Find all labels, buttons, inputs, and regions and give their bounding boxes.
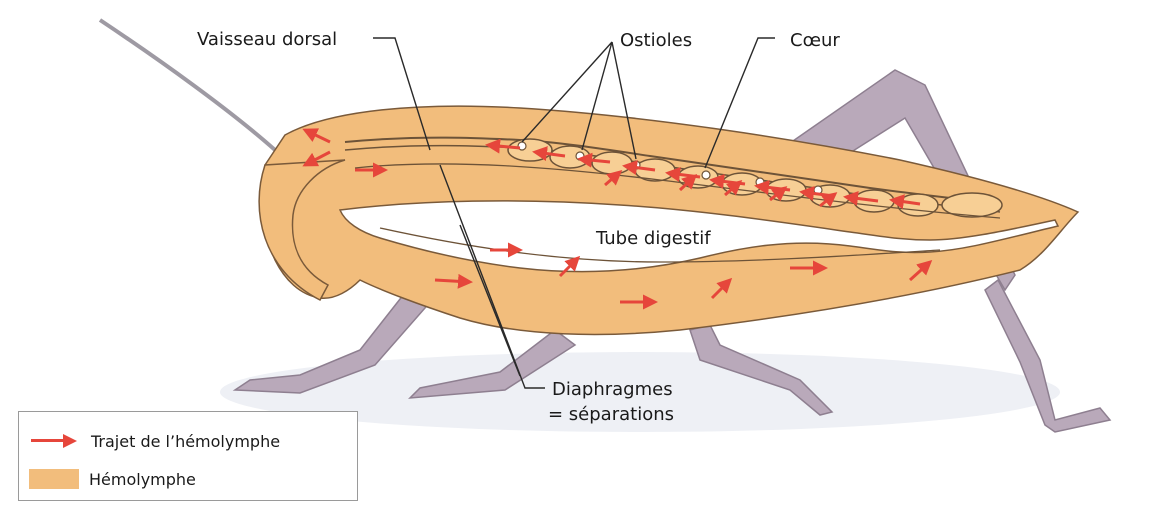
legend: Trajet de l’hémolymphe Hémolymphe xyxy=(18,411,358,501)
legend-arrow-label: Trajet de l’hémolymphe xyxy=(91,432,280,451)
hemolymph-swatch-icon xyxy=(29,469,79,489)
flow-arrow xyxy=(435,280,470,282)
legend-row-fill: Hémolymphe xyxy=(29,466,196,492)
label-diaphragmes: Diaphragmes xyxy=(552,379,673,400)
label-vaisseau-dorsal: Vaisseau dorsal xyxy=(197,29,337,50)
label-ostioles: Ostioles xyxy=(620,30,692,51)
label-coeur: Cœur xyxy=(790,30,840,51)
legend-fill-label: Hémolymphe xyxy=(89,470,196,489)
label-tube-digestif: Tube digestif xyxy=(595,228,711,249)
red-arrow-icon xyxy=(29,431,81,451)
legend-row-arrow: Trajet de l’hémolymphe xyxy=(29,428,280,454)
label-separations: = séparations xyxy=(548,404,674,425)
